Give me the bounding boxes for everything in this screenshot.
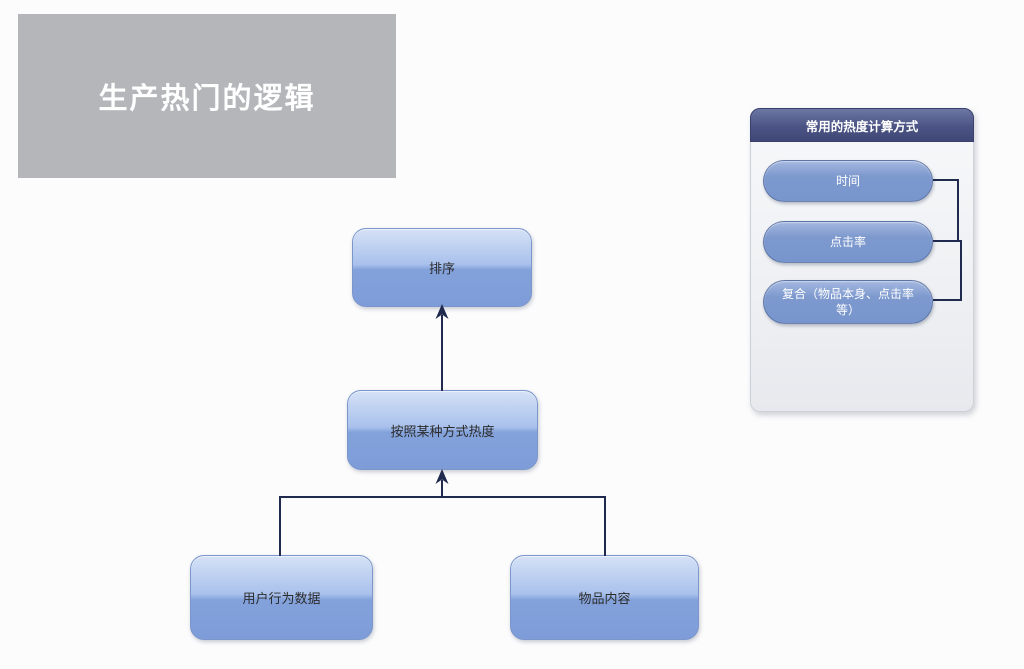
panel-item-click-rate-label: 点击率 — [829, 234, 866, 249]
node-sort-label: 排序 — [428, 261, 455, 276]
node-item-content-label: 物品内容 — [578, 591, 631, 606]
panel-header-label: 常用的热度计算方式 — [805, 119, 919, 134]
panel-item-composite: 复合（物品本身、点击率等） — [763, 280, 933, 324]
edge-sources-branch — [279, 496, 606, 556]
panel-item-composite-label: 复合（物品本身、点击率等） — [781, 286, 914, 317]
panel-item-time: 时间 — [763, 160, 933, 202]
heat-methods-panel: 常用的热度计算方式 时间 点击率 复合（物品本身、点击率等） — [750, 108, 974, 412]
node-heat-method: 按照某种方式热度 — [347, 390, 538, 470]
title-card: 生产热门的逻辑 — [18, 14, 396, 178]
panel-item-click-rate: 点击率 — [763, 221, 933, 263]
panel-item-time-label: 时间 — [835, 173, 860, 188]
node-heat-method-label: 按照某种方式热度 — [390, 423, 495, 439]
node-user-behavior-data: 用户行为数据 — [190, 555, 373, 640]
panel-header: 常用的热度计算方式 — [750, 108, 974, 142]
node-sort: 排序 — [352, 228, 532, 307]
node-user-behavior-data-label: 用户行为数据 — [242, 591, 321, 606]
page-title: 生产热门的逻辑 — [98, 83, 316, 115]
node-item-content: 物品内容 — [510, 555, 699, 640]
arrowhead-branch-to-heat — [435, 469, 449, 484]
